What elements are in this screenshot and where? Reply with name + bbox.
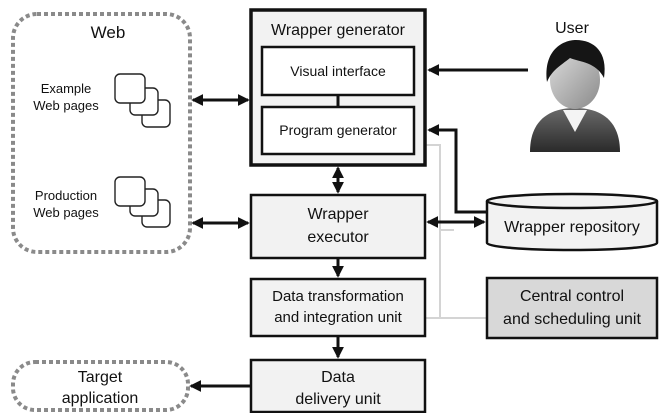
central-control-label-line2: and scheduling unit — [503, 311, 641, 328]
central-control-box — [485, 276, 659, 340]
web-title: Web — [91, 23, 126, 42]
wrapper-executor-label-line1: Wrapper — [307, 206, 369, 223]
data-delivery-label-line2: delivery unit — [295, 391, 381, 408]
wrapper-repository-cylinder — [485, 192, 659, 252]
visual-interface-box — [260, 45, 416, 97]
example-pages-label-line1: Example — [41, 81, 92, 96]
web-group: Web Example Web pages Production Web pag… — [11, 12, 192, 254]
program-generator-box — [260, 105, 416, 156]
data-delivery-label-line1: Data — [321, 369, 355, 386]
wrapper-generator-title: Wrapper generator — [271, 22, 406, 39]
data-delivery-box — [249, 358, 427, 413]
wrapper-generator-box: Wrapper generator Visual interface Progr… — [249, 8, 427, 167]
example-pages-icon — [114, 73, 171, 128]
visual-interface-label: Visual interface — [290, 63, 386, 79]
control-lines — [424, 144, 487, 319]
wrapper-repository-label: Wrapper repository — [504, 219, 640, 236]
production-pages-label-line1: Production — [35, 188, 97, 203]
data-transformation-label-line1: Data transformation — [272, 288, 404, 305]
production-pages-label-line2: Web pages — [33, 205, 99, 220]
central-control-label-line1: Central control — [520, 288, 624, 305]
user-icon — [530, 40, 620, 152]
data-transformation-label-line2: and integration unit — [274, 309, 402, 326]
user-label: User — [555, 20, 589, 37]
arrow-repository-program-generator — [427, 124, 487, 214]
target-application-label-line1: Target — [78, 369, 123, 386]
program-generator-label: Program generator — [279, 122, 397, 138]
wrapper-executor-label-line2: executor — [307, 229, 369, 246]
target-application-box — [11, 360, 190, 412]
example-pages-label-line2: Web pages — [33, 98, 99, 113]
target-application-label-line2: application — [62, 390, 139, 407]
wrapper-executor-box — [249, 193, 427, 260]
data-transformation-box — [249, 277, 427, 338]
production-pages-icon — [114, 176, 171, 228]
user-group: User — [530, 20, 620, 152]
